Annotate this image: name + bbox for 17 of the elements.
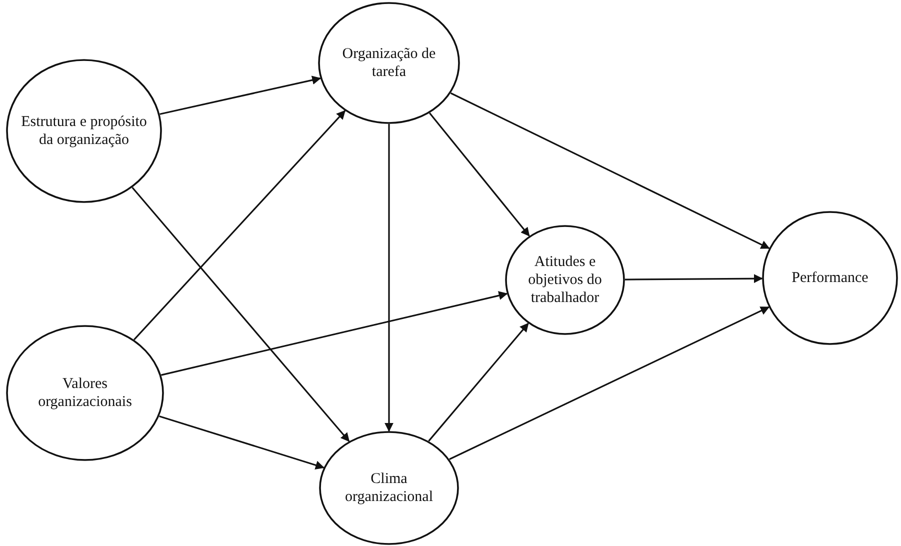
node-label: Clima organizacional bbox=[344, 470, 434, 506]
arrow bbox=[450, 92, 770, 249]
arrow bbox=[160, 76, 322, 115]
arrow bbox=[161, 291, 508, 376]
arrow bbox=[384, 124, 394, 432]
arrow bbox=[449, 306, 770, 460]
node-label: Performance bbox=[790, 269, 870, 287]
node-label: Valores organizacionais bbox=[37, 375, 133, 411]
node-label: Estrutura e propósito da organização bbox=[20, 113, 148, 149]
arrow bbox=[428, 112, 530, 237]
arrow bbox=[428, 322, 529, 442]
node-label: Atitudes e objetivos do trabalhador bbox=[527, 253, 603, 307]
arrow bbox=[159, 415, 324, 470]
arrow bbox=[132, 187, 350, 442]
arrow bbox=[625, 274, 763, 284]
arrow bbox=[134, 110, 346, 340]
node-label: Organização de tarefa bbox=[341, 45, 437, 81]
